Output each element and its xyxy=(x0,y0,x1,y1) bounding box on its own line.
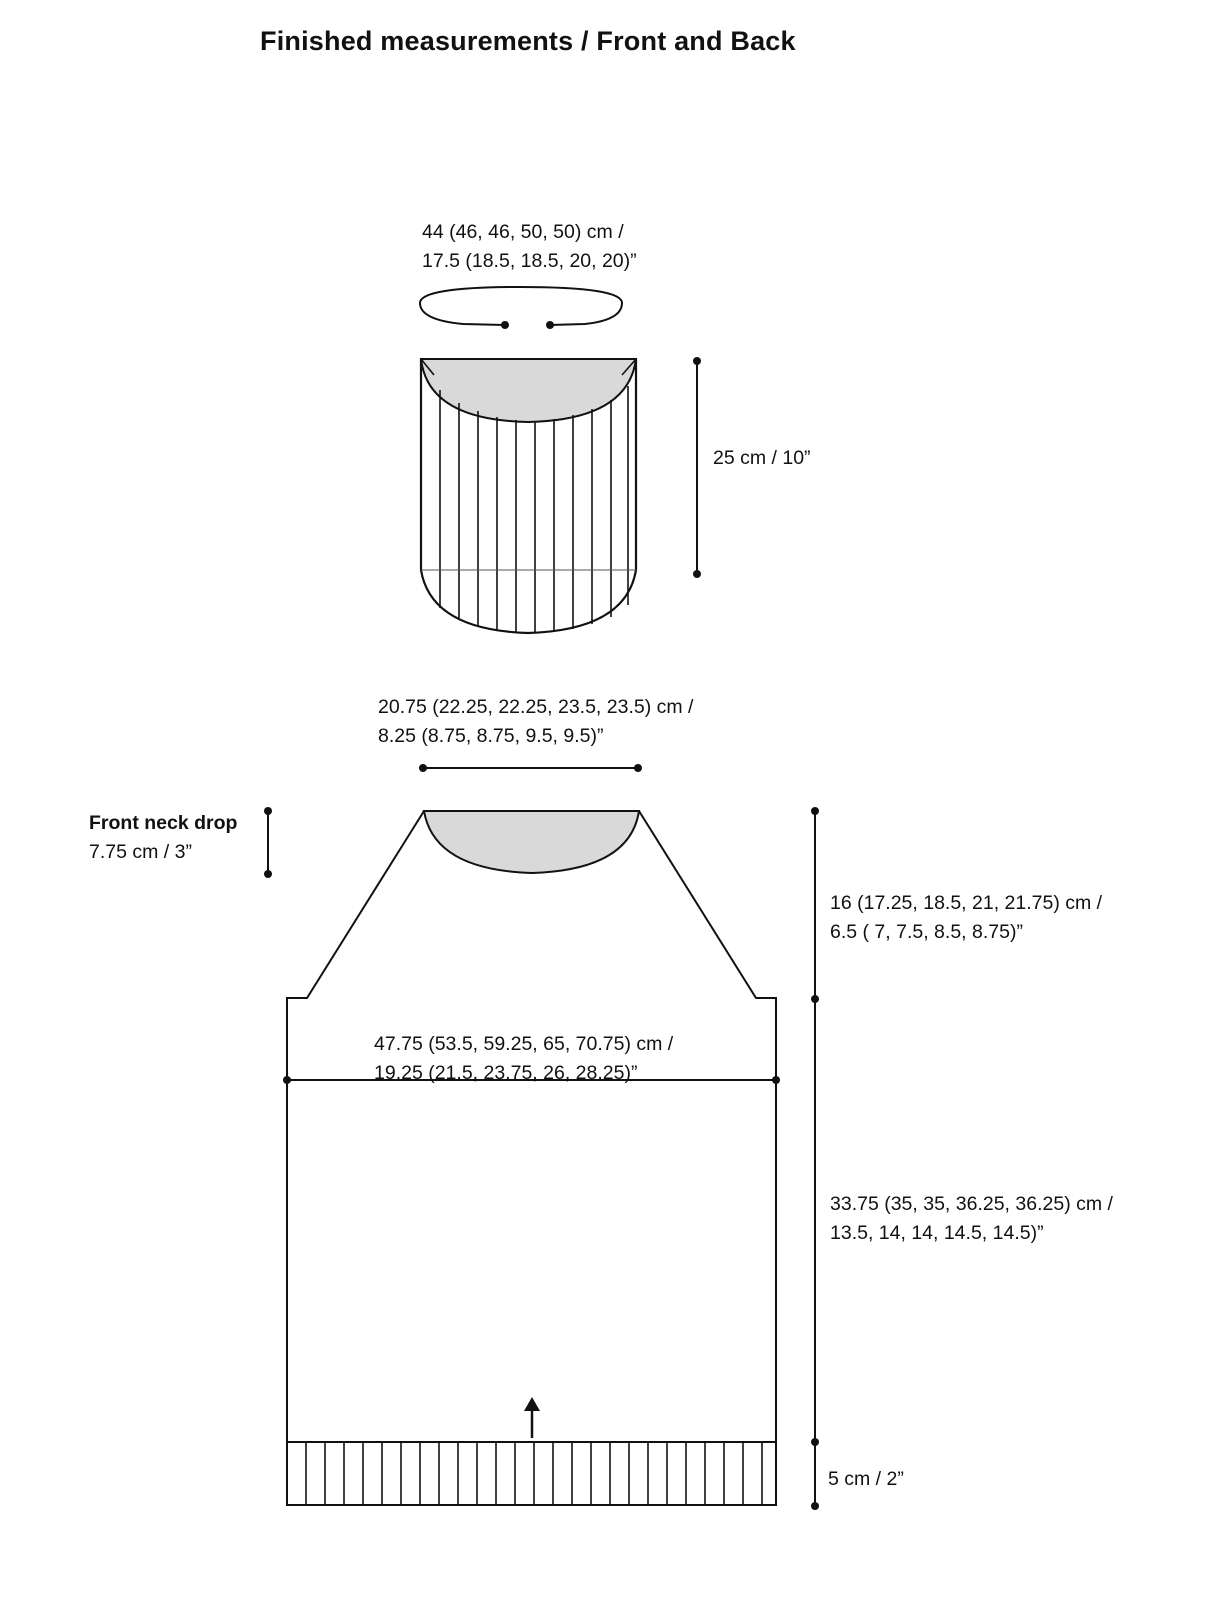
page-title: Finished measurements / Front and Back xyxy=(260,26,796,56)
chest-width-cm: 47.75 (53.5, 59.25, 65, 70.75) cm / xyxy=(374,1033,674,1055)
collar-height-label: 25 cm / 10” xyxy=(713,447,811,469)
hem-rib-lines xyxy=(305,1442,763,1505)
chest-width-in: 19.25 (21.5, 23.75, 26, 28.25)” xyxy=(374,1062,638,1084)
body-length-in: 13.5, 14, 14, 14.5, 14.5)” xyxy=(830,1222,1044,1244)
body-length-cm: 33.75 (35, 35, 36.25, 36.25) cm / xyxy=(830,1193,1113,1215)
front-neck-drop-label: Front neck drop 7.75 cm / 3” xyxy=(89,809,237,867)
yoke-depth-cm: 16 (17.25, 18.5, 21, 21.75) cm / xyxy=(830,892,1103,914)
knitting-direction-arrow-icon xyxy=(524,1397,540,1438)
body-outline xyxy=(286,810,777,1506)
rib-height-label: 5 cm / 2” xyxy=(828,1468,904,1490)
collar-outline xyxy=(419,359,638,635)
collar-loop-endpoint-left xyxy=(501,321,509,329)
front-neck-shading xyxy=(422,810,641,875)
collar-circumference-label: 44 (46, 46, 50, 50) cm / 17.5 (18.5, 18.… xyxy=(422,218,637,276)
collar-loop-endpoint-right xyxy=(546,321,554,329)
neck-width-cm: 20.75 (22.25, 22.25, 23.5, 23.5) cm / xyxy=(378,696,694,718)
yoke-depth-in: 6.5 ( 7, 7.5, 8.5, 8.75)” xyxy=(830,921,1023,943)
front-neck-drop-value: 7.75 cm / 3” xyxy=(89,841,192,863)
collar-neck-shading xyxy=(419,358,638,424)
body-length-label: 33.75 (35, 35, 36.25, 36.25) cm / 13.5, … xyxy=(830,1190,1113,1248)
collar-circumference-cm: 44 (46, 46, 50, 50) cm / xyxy=(422,221,624,243)
neck-width-label: 20.75 (22.25, 22.25, 23.5, 23.5) cm / 8.… xyxy=(378,693,693,751)
front-neck-drop-heading: Front neck drop xyxy=(89,812,238,834)
chest-width-label: 47.75 (53.5, 59.25, 65, 70.75) cm / 19.2… xyxy=(374,1030,673,1088)
collar-circumference-in: 17.5 (18.5, 18.5, 20, 20)” xyxy=(422,250,637,272)
collar-circumference-loop xyxy=(418,285,624,326)
neck-width-in: 8.25 (8.75, 8.75, 9.5, 9.5)” xyxy=(378,725,604,747)
yoke-depth-label: 16 (17.25, 18.5, 21, 21.75) cm / 6.5 ( 7… xyxy=(830,889,1102,947)
collar-rib-lines xyxy=(420,358,637,633)
